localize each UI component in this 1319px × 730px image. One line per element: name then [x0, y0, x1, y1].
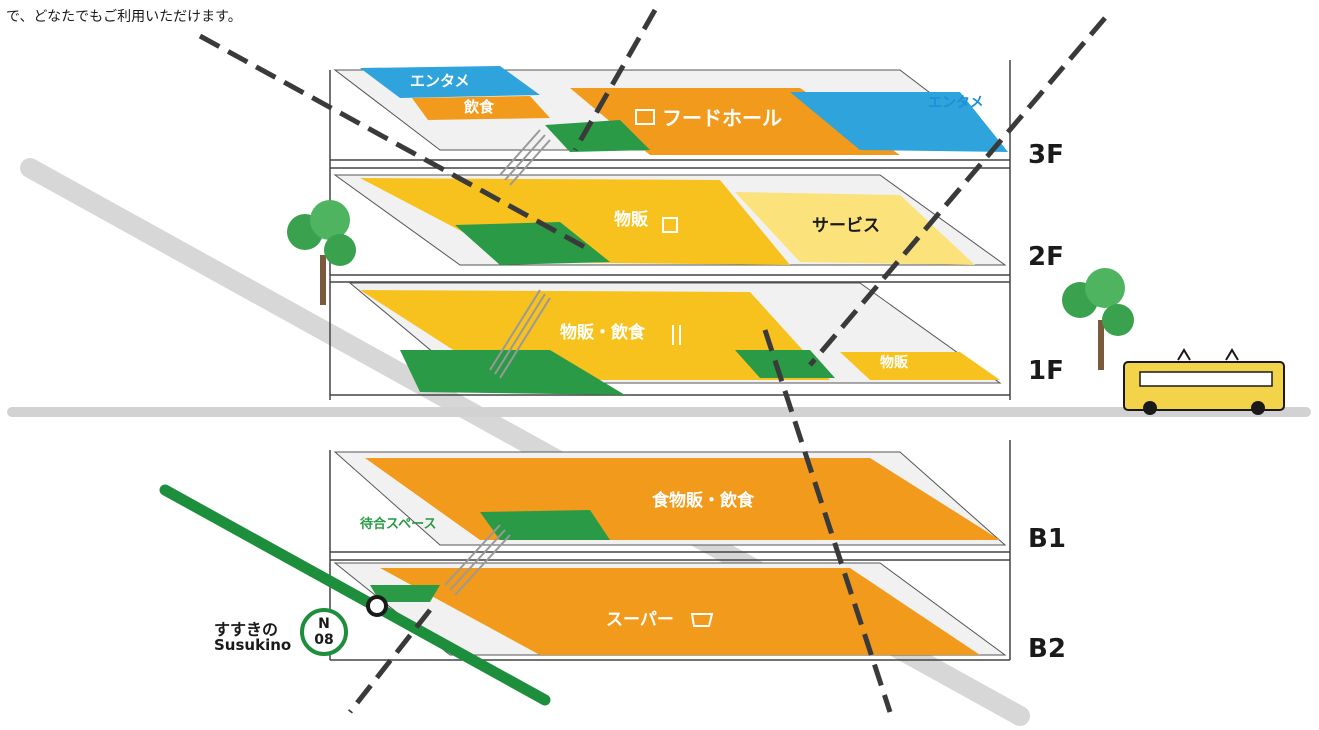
floor-label-3f: 3F — [1028, 140, 1064, 170]
zone-label-3f-foodhall: フードホール — [662, 106, 782, 130]
zone-3f-green — [545, 120, 650, 152]
floor-label-b2: B2 — [1028, 634, 1066, 664]
view-lines — [198, 8, 1107, 714]
zone-label-1f-buppan: 物販 — [880, 355, 908, 371]
station-name-ja: すすきの — [214, 620, 279, 639]
tree-icon — [1062, 268, 1134, 370]
station-name-en: Susukino — [214, 636, 292, 654]
tree-icon — [287, 200, 356, 305]
zone-label-3f-entame: エンタメ — [410, 72, 470, 90]
shopping-bag-icon — [662, 217, 678, 233]
zone-b2-super — [380, 568, 980, 655]
fork-knife-icon — [672, 325, 681, 345]
cart-icon — [690, 613, 714, 627]
floor-label-1f: 1F — [1028, 356, 1064, 386]
zone-b1-waiting-green — [480, 510, 610, 540]
zone-label-1f-buppan-inshoku: 物販・飲食 — [560, 323, 645, 343]
zone-b2-green — [370, 585, 440, 602]
zone-label-b2-super: スーパー — [606, 610, 674, 630]
station-line-letter: N — [318, 616, 330, 632]
zone-label-3f-entame-right: エンタメ — [928, 95, 984, 111]
zone-3f-inshoku — [412, 96, 550, 120]
floor-label-b1: B1 — [1028, 524, 1066, 554]
zone-label-b1-shoku-buppan-inshoku: 食物販・飲食 — [652, 491, 754, 511]
zone-label-b1-waiting: 待合スペース — [360, 517, 437, 532]
zone-1f-green-left — [400, 350, 625, 395]
zone-label-2f-buppan: 物販 — [614, 210, 648, 230]
zone-2f-service — [735, 192, 975, 265]
station-number: 08 — [314, 632, 334, 648]
zone-3f-entame-right — [790, 92, 1008, 152]
station-marker-icon — [366, 595, 388, 617]
zone-label-3f-inshoku: 飲食 — [464, 98, 495, 116]
zone-1f-green-right — [735, 350, 835, 378]
food-tray-icon — [635, 109, 655, 125]
zone-1f-buppan — [840, 352, 1000, 380]
zone-2f-green — [455, 222, 610, 265]
station-number-badge: N 08 — [300, 608, 348, 656]
escalators — [444, 129, 551, 596]
floor-label-2f: 2F — [1028, 242, 1064, 272]
zone-label-2f-service: サービス — [812, 216, 880, 236]
subway-line — [159, 484, 551, 706]
zone-2f-buppan — [360, 178, 790, 265]
zone-3f-entame-left — [360, 66, 540, 98]
caption-text: で、どなたでもご利用いただけます。 — [6, 9, 242, 25]
tram-icon — [1123, 348, 1285, 415]
